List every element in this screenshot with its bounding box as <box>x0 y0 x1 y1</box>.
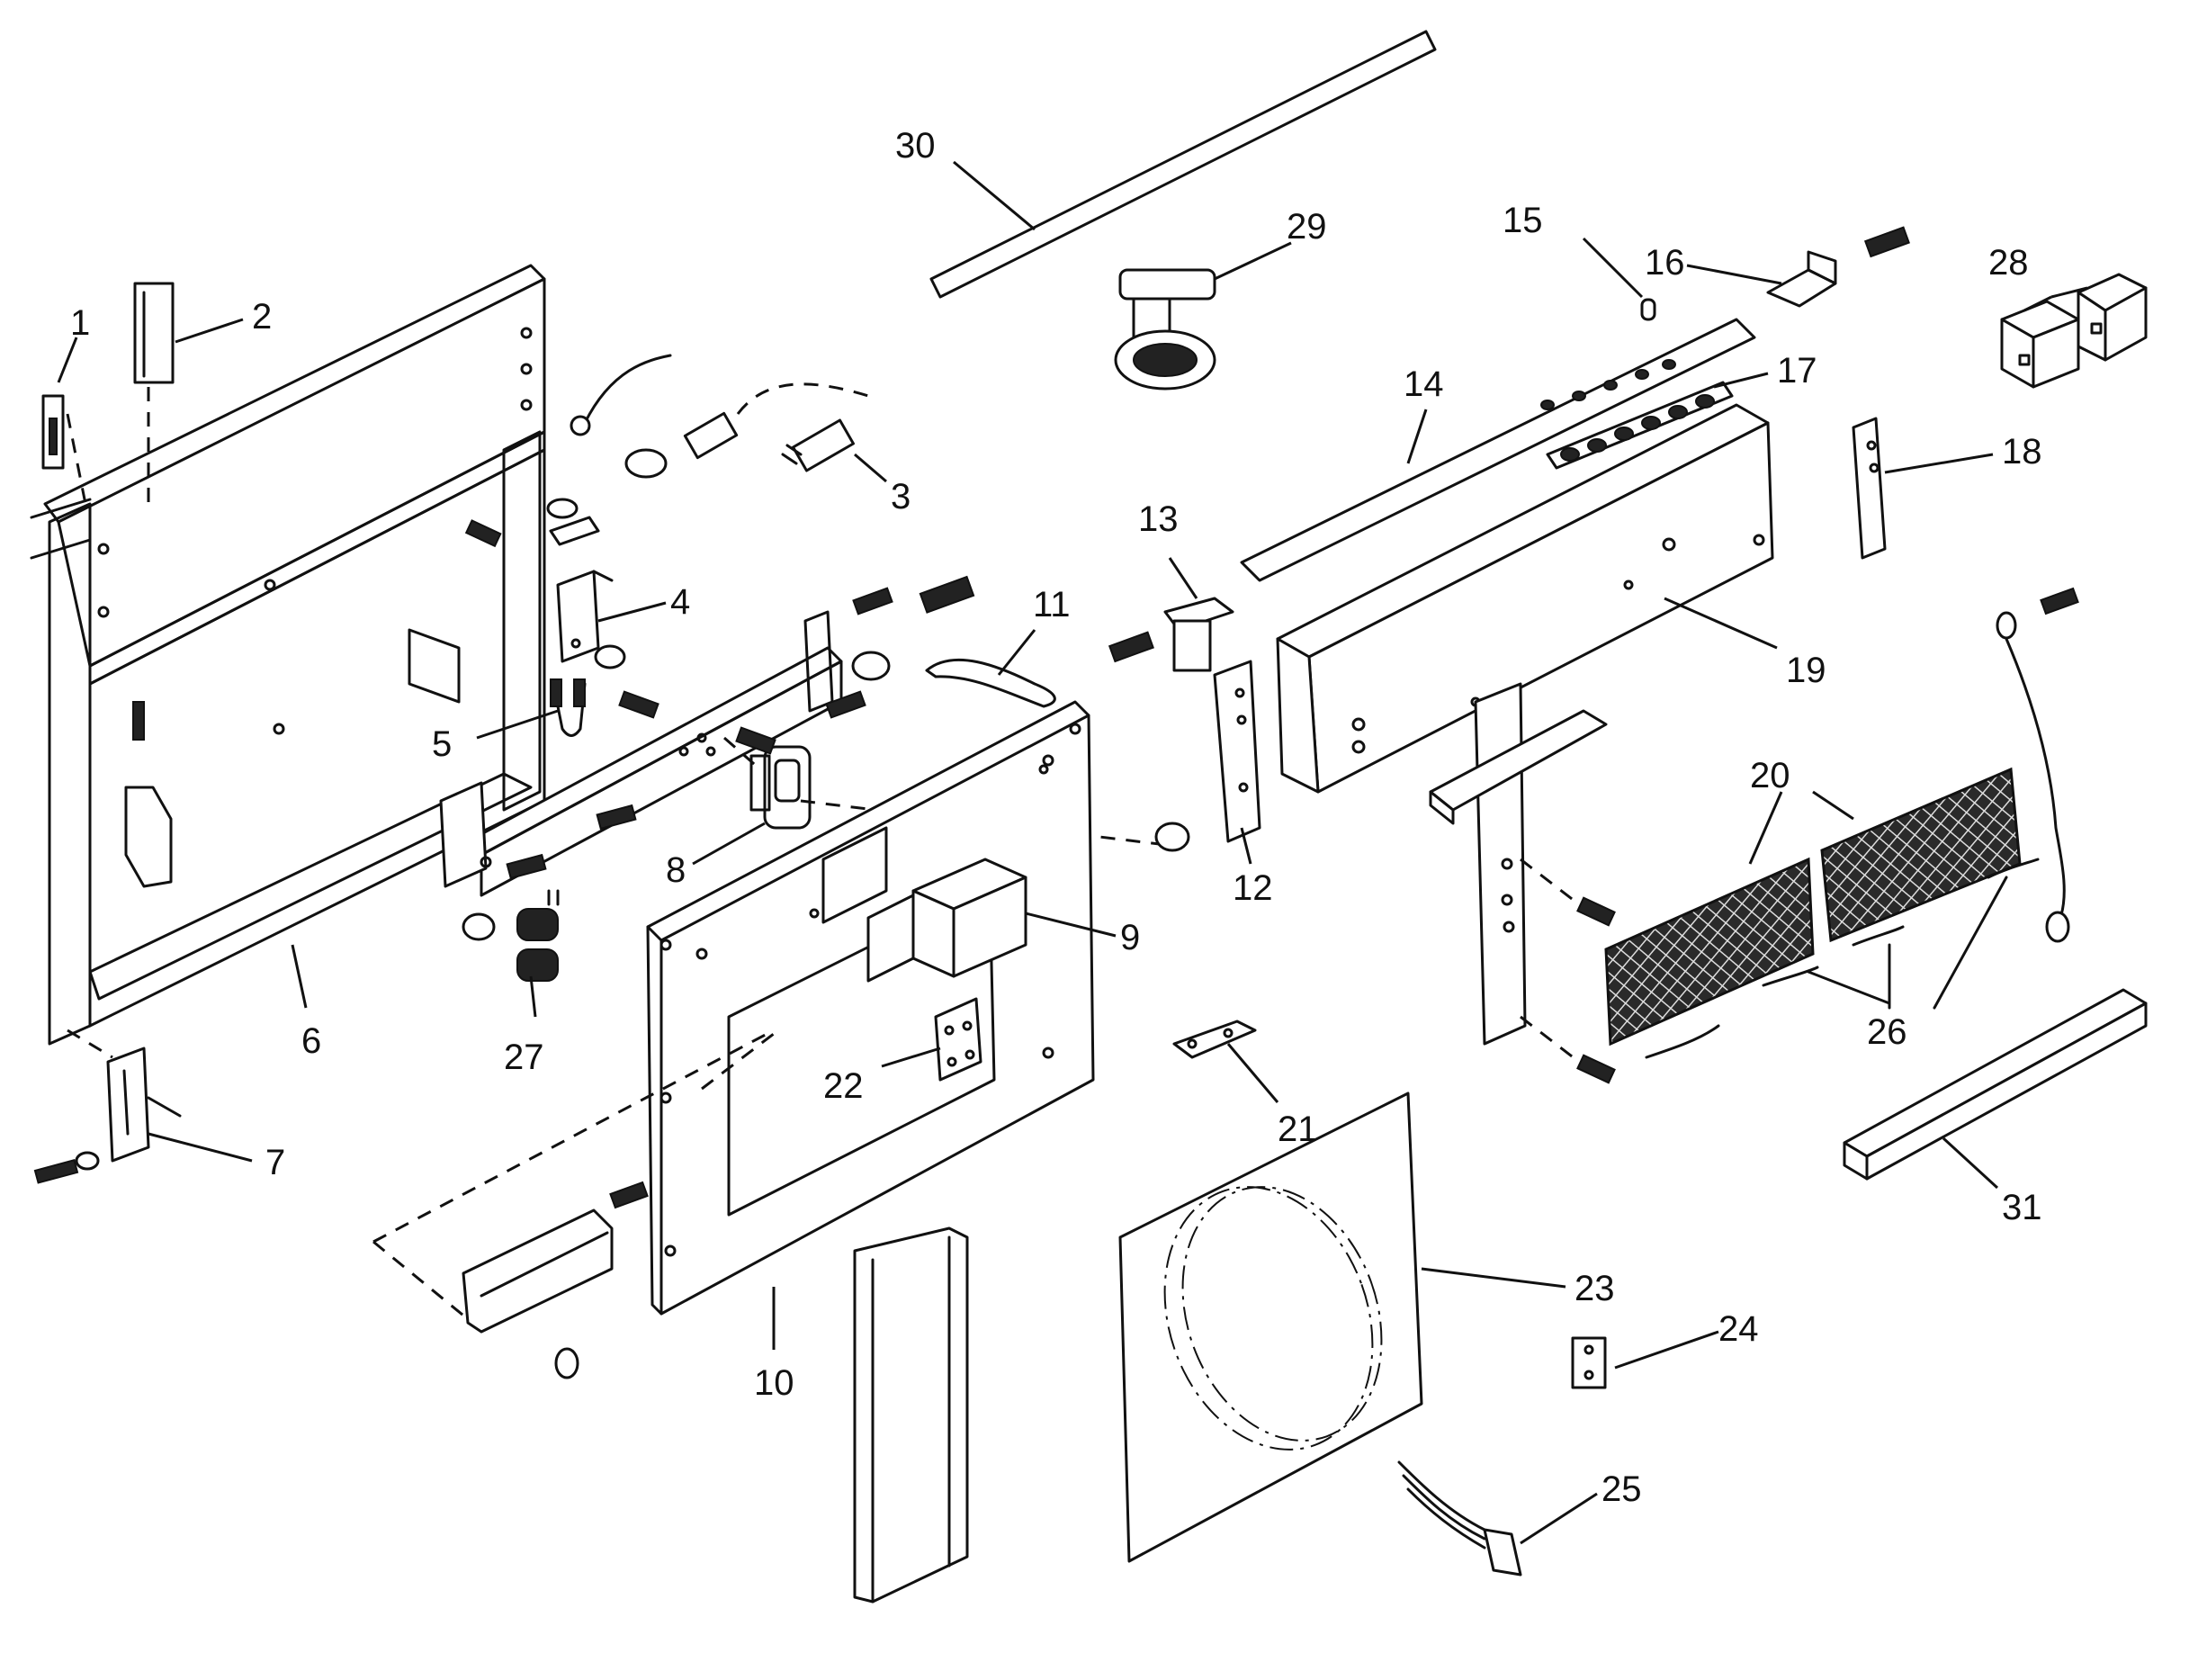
callout-6: 6 <box>301 1021 321 1061</box>
callout-29: 29 <box>1287 207 1327 247</box>
support-column <box>1429 682 1608 1064</box>
callouts: 1 2 3 4 5 6 7 8 9 10 11 12 13 14 15 16 1… <box>70 126 2042 1509</box>
callout-23: 23 <box>1575 1269 1615 1308</box>
callout-8: 8 <box>666 850 686 890</box>
leader-lines <box>57 160 2088 1545</box>
part-15-pin <box>1640 298 1656 321</box>
part-22-plate <box>934 997 982 1082</box>
part-2-strip <box>133 282 175 504</box>
part-10-control-plate <box>646 700 1095 1316</box>
part-19-housing <box>1276 403 1774 794</box>
part-27-connectors <box>516 889 560 982</box>
part-30-top-strip <box>929 30 1437 299</box>
part-12-side-bracket <box>1213 660 1261 843</box>
part-11-wire <box>925 658 1056 708</box>
part-7-corner-bracket <box>33 1029 182 1184</box>
part-25-harness <box>1397 1460 1522 1577</box>
callout-2: 2 <box>252 297 272 337</box>
part-5-ground-clip <box>550 678 587 737</box>
part-13-switch <box>1163 597 1234 672</box>
frame-inner-brackets <box>124 628 461 888</box>
callout-14: 14 <box>1404 364 1444 404</box>
callout-18: 18 <box>2002 432 2042 472</box>
callout-27: 27 <box>504 1038 544 1077</box>
callout-5: 5 <box>432 724 452 764</box>
callout-19: 19 <box>1786 651 1826 690</box>
callout-13: 13 <box>1138 499 1179 539</box>
callout-24: 24 <box>1718 1309 1759 1349</box>
callout-11: 11 <box>1033 585 1071 624</box>
callout-15: 15 <box>1503 201 1543 240</box>
part-8-rail-bracket <box>439 610 1175 897</box>
callout-20: 20 <box>1750 756 1790 795</box>
part-23-fan-panel <box>1118 1092 1423 1563</box>
part-18-side-bracket <box>1852 417 1887 560</box>
part-21-plate <box>1172 1020 1257 1059</box>
part-3-cord-assembly <box>570 354 869 479</box>
callout-7: 7 <box>265 1143 285 1182</box>
callout-31: 31 <box>2002 1188 2042 1227</box>
callout-9: 9 <box>1120 918 1140 957</box>
bottom-channel <box>853 1226 969 1604</box>
callout-25: 25 <box>1601 1469 1642 1509</box>
cable-grommet <box>1996 611 2070 943</box>
part-6-cabinet-frame <box>30 264 546 1046</box>
part-26-clips <box>1645 858 2040 1059</box>
callout-21: 21 <box>1278 1110 1318 1149</box>
callout-16: 16 <box>1645 243 1685 283</box>
part-17-button-row <box>1540 359 1734 470</box>
callout-26: 26 <box>1867 1012 1907 1052</box>
part-29-knob <box>1114 268 1216 391</box>
callout-30: 30 <box>895 126 936 166</box>
part-20-filter-grilles <box>1604 767 2022 1047</box>
part-16-clip <box>1766 250 1837 308</box>
callout-22: 22 <box>823 1066 864 1106</box>
callout-12: 12 <box>1233 868 1273 908</box>
part-9-transformer <box>866 858 1027 983</box>
part-24-plate <box>1571 1336 1607 1389</box>
part-31-bar <box>1843 988 2148 1181</box>
callout-28: 28 <box>1988 243 2029 283</box>
screws <box>462 226 2079 1379</box>
callout-17: 17 <box>1777 351 1817 391</box>
callout-3: 3 <box>891 477 911 517</box>
callout-4: 4 <box>670 582 690 622</box>
part-1-clip <box>41 394 87 505</box>
part-4-bracket <box>464 498 626 669</box>
callout-10: 10 <box>754 1363 794 1403</box>
callout-1: 1 <box>70 303 90 343</box>
part-14-top-plate <box>1240 318 1756 582</box>
slide-guide <box>372 1029 779 1334</box>
